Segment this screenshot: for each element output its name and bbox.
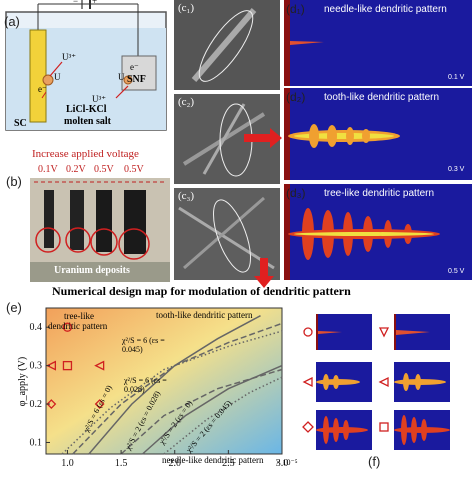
chart-title: Numerical design map for modulation of d… bbox=[52, 284, 351, 298]
panel-b-label: (b) bbox=[6, 174, 22, 189]
region-needle-label: needle-like dendritic pattern bbox=[162, 455, 264, 465]
x-tick-label-5: 3.0 bbox=[276, 458, 289, 469]
plus-sign: + bbox=[92, 0, 98, 6]
d2-voltage: 0.3 V bbox=[448, 166, 465, 173]
marker-triangle-4 bbox=[94, 360, 105, 371]
voltage-label-1: 0.1V bbox=[38, 164, 58, 175]
sim-panel-d2: (d₂) tooth-like dendritic pattern 0.3 V bbox=[284, 88, 472, 180]
arrow-c-to-d bbox=[244, 128, 282, 148]
voltage-label-3: 0.5V bbox=[94, 164, 114, 175]
y-tick-label-2: 0.2 bbox=[30, 399, 43, 410]
panel-b: Increase applied voltage (b) 0.1V 0.2V 0… bbox=[0, 146, 172, 284]
sim-panel-d3: (d₃) tree-like dendritic pattern 0.5 V bbox=[284, 184, 472, 280]
x-tick-label-1: 1.0 bbox=[61, 458, 74, 469]
marker-diamond-6 bbox=[94, 399, 105, 409]
panel-f-grid bbox=[302, 314, 450, 450]
voltage-label-2: 0.2V bbox=[66, 164, 86, 175]
d2-label: (d₂) bbox=[286, 90, 306, 104]
series-line-5 bbox=[120, 368, 283, 455]
ion-label-5: U bbox=[118, 72, 125, 82]
ion-label-6: e⁻ bbox=[130, 62, 139, 72]
region-tree-label-1: tree-like bbox=[64, 311, 94, 321]
marker-square-2 bbox=[62, 360, 73, 371]
marker-circle-1 bbox=[62, 322, 73, 332]
x-tick-label-4: 2.5 bbox=[222, 458, 235, 469]
panel-a-label: (a) bbox=[4, 14, 20, 29]
ion-label-2: U bbox=[54, 72, 61, 82]
sem-photo-c1: (c₁) bbox=[174, 0, 280, 90]
d2-title: tooth-like dendritic pattern bbox=[324, 92, 440, 103]
sim-d2-graphic bbox=[284, 88, 400, 180]
marker-diamond-5 bbox=[46, 399, 57, 409]
panel-f: (f) bbox=[302, 312, 474, 474]
y-tick-label-3: 0.3 bbox=[30, 361, 43, 372]
panel-e-label: (e) bbox=[6, 300, 22, 315]
bath-label-1: LiCl-KCl bbox=[66, 104, 107, 115]
curve-label-2: χ²/S = 6 (εs = 0.028) bbox=[124, 376, 167, 394]
sc-label: SC bbox=[14, 118, 27, 129]
sim-d3-graphic bbox=[284, 184, 440, 280]
y-tick-label-4: 0.4 bbox=[30, 322, 43, 333]
y-tick-label-1: 0.1 bbox=[30, 437, 43, 448]
curve-label-1: χ²/S = 6 (εs = 0.045) bbox=[122, 336, 165, 354]
d1-voltage: 0.1 V bbox=[448, 74, 465, 81]
region-tooth-label: tooth-like dendritic pattern bbox=[156, 310, 253, 320]
deposit-photo bbox=[30, 178, 170, 282]
c2-label: (c₂) bbox=[178, 96, 195, 108]
minus-sign: − bbox=[73, 0, 79, 6]
arrow-down-to-map bbox=[254, 258, 274, 288]
plot-area bbox=[45, 307, 283, 455]
x-tick-label-2: 1.5 bbox=[115, 458, 128, 469]
ion-label-1: U³⁺ bbox=[62, 52, 76, 62]
sem-c3-graphic bbox=[174, 188, 280, 280]
voltage-label-4: 0.5V bbox=[124, 164, 144, 175]
panel-a: (a) − + U³⁺ U e⁻ U³⁺ U e⁻ SC SNF LiCl-KC… bbox=[0, 0, 172, 134]
x-exponent: × 10⁻⁵ bbox=[276, 458, 298, 467]
d3-label: (d₃) bbox=[286, 186, 306, 200]
bath-label-2: molten salt bbox=[64, 116, 111, 127]
c1-label: (c₁) bbox=[178, 2, 195, 14]
sim-d1-graphic bbox=[284, 0, 324, 86]
sem-c1-graphic bbox=[174, 0, 280, 90]
ion-label-4: U³⁺ bbox=[92, 94, 106, 104]
ion-label-3: e⁻ bbox=[38, 84, 47, 94]
design-map-chart: 0.1 0.2 0.3 0.4 1.0 1.5 2.0 2.5 3.0 bbox=[30, 307, 289, 469]
voltage-title: Increase applied voltage bbox=[32, 148, 139, 160]
sem-photo-c2: (c₂) bbox=[174, 94, 280, 184]
deposit-photo-graphic bbox=[30, 181, 170, 282]
deposit-caption: Uranium deposits bbox=[54, 265, 130, 276]
marker-triangle-3 bbox=[45, 360, 57, 371]
snf-label: SNF bbox=[127, 74, 146, 85]
region-tree-label-2: dendritic pattern bbox=[48, 321, 108, 331]
d3-title: tree-like dendritic pattern bbox=[324, 188, 435, 199]
y-axis-label: φ_apply (V) bbox=[17, 356, 29, 407]
panel-f-label: (f) bbox=[368, 454, 381, 469]
sc-electrode bbox=[29, 29, 47, 123]
d1-title: needle-like dendritic pattern bbox=[324, 4, 447, 15]
x-tick-label-3: 2.0 bbox=[168, 458, 181, 469]
electrolysis-cell-diagram bbox=[5, 0, 167, 131]
d3-voltage: 0.5 V bbox=[448, 268, 465, 275]
d1-label: (d₁) bbox=[286, 2, 305, 16]
series-line-6 bbox=[163, 376, 283, 455]
sim-panel-d1: (d₁) needle-like dendritic pattern 0.1 V bbox=[284, 0, 472, 86]
c3-label: (c₃) bbox=[178, 190, 195, 202]
series-line-3 bbox=[61, 330, 283, 455]
